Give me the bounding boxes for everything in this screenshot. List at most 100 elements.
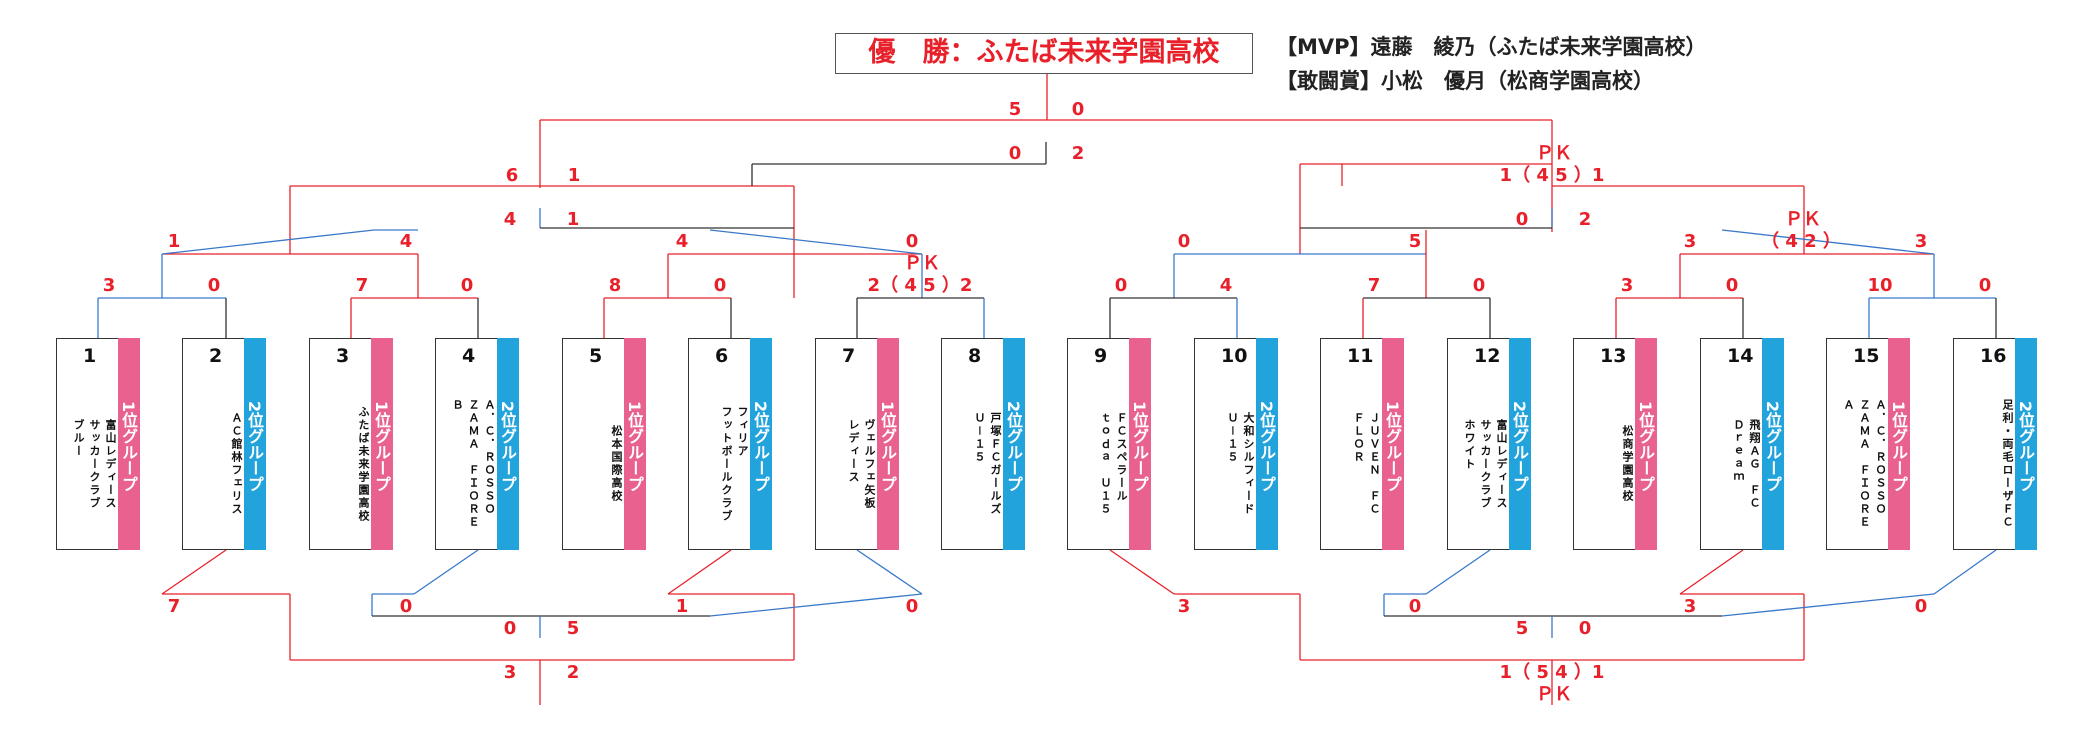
team-number: 14 xyxy=(1727,345,1754,367)
team-name: 大和シルフィード Ｕ－１５ xyxy=(1226,412,1255,516)
team-name: ヴェルフェ矢板 レディース xyxy=(847,418,876,510)
group-tag: 1位グループ xyxy=(624,338,646,550)
team-number: 9 xyxy=(1094,345,1108,367)
lower-r2-score-left: 3 xyxy=(1683,596,1697,617)
sf-right-score-right: 2 xyxy=(1071,143,1085,164)
bracket-line xyxy=(1109,549,1175,595)
team-name: ＦＣスペラール ｔｏｄａ Ｕ１５ xyxy=(1099,412,1128,516)
team-number: 7 xyxy=(842,345,856,367)
r1-2-score-right: 0 xyxy=(460,275,474,296)
group-tag: 1位グループ xyxy=(1382,338,1404,550)
sf-right-pk-score: 1（ 4 5 ）1 xyxy=(1499,165,1605,186)
team-name: ＪＵＶＥＮ ＦＣ ＦＬＯＲ xyxy=(1352,412,1381,516)
lower-l-final-score-right: 2 xyxy=(566,662,580,683)
team-number: 5 xyxy=(589,345,603,367)
group-tag: 1位グループ xyxy=(118,338,140,550)
bracket-line xyxy=(1721,593,1935,617)
bracket-line xyxy=(413,549,479,595)
final-score-left: 5 xyxy=(1008,99,1022,120)
r2-right-cons-left: 0 xyxy=(1515,209,1529,230)
r1-6-score-left: 7 xyxy=(1367,275,1381,296)
r1-3-score-right: 0 xyxy=(713,275,727,296)
team-name: 足利・両毛ローザＦＣ xyxy=(2001,399,2014,529)
r1-3-score-left: 8 xyxy=(608,275,622,296)
r1-6-score-right: 0 xyxy=(1472,275,1486,296)
team-number: 8 xyxy=(968,345,982,367)
r1-7-score-right: 0 xyxy=(1725,275,1739,296)
r2c-score-left: 0 xyxy=(1177,231,1191,252)
sf-right-pk-label: ＰＫ xyxy=(1536,143,1572,164)
team-number: 4 xyxy=(462,345,476,367)
bracket-line xyxy=(161,229,375,255)
r2d-pk-label: ＰＫ xyxy=(1785,209,1821,230)
r1-1-score-right: 0 xyxy=(207,275,221,296)
lower-r-final-pk-score: 1（ 5 4 ）1 xyxy=(1499,662,1605,683)
r1-5-score-left: 0 xyxy=(1114,275,1128,296)
team-name: ＡＣ館林フェリス xyxy=(230,412,243,516)
lower-l2-score-left: 1 xyxy=(675,596,689,617)
group-tag: 2位グループ xyxy=(750,338,772,550)
r1-1-score-left: 3 xyxy=(102,275,116,296)
group-tag: 2位グループ xyxy=(497,338,519,550)
fighting-spirit-award: 【敢闘賞】小松 優月（松商学園高校） xyxy=(1276,69,1654,93)
team-number: 15 xyxy=(1853,345,1880,367)
team-name: Ａ．Ｃ．ＲＯＳＳＯ ＺＡＭＡ ＦＩＯＲＥ Ｂ xyxy=(451,399,496,529)
bracket-line xyxy=(856,549,923,595)
sf-left-score-right: 1 xyxy=(567,165,581,186)
lower-r-final-pk-label: ＰＫ xyxy=(1536,684,1572,705)
r1-7-score-left: 3 xyxy=(1620,275,1634,296)
r2d-score-left: 3 xyxy=(1683,231,1697,252)
bracket-line xyxy=(1933,549,1997,595)
group-tag: 2位グループ xyxy=(1509,338,1531,550)
r2c-score-right: 5 xyxy=(1408,231,1422,252)
sf-right-score-left: 0 xyxy=(1008,143,1022,164)
team-name: 戸塚ＦＣガールズ Ｕ－１５ xyxy=(973,412,1002,516)
bracket-line xyxy=(1679,549,1744,595)
bracket-line xyxy=(1721,229,1935,255)
group-tag: 2位グループ xyxy=(1256,338,1278,550)
bracket-line xyxy=(667,549,732,595)
group-tag: 2位グループ xyxy=(1003,338,1025,550)
r2-left-cons-left: 4 xyxy=(503,209,517,230)
group-tag: 2位グループ xyxy=(244,338,266,550)
team-number: 1 xyxy=(83,345,97,367)
r1-5-score-right: 4 xyxy=(1219,275,1233,296)
r2-right-cons-right: 2 xyxy=(1578,209,1592,230)
bracket-line xyxy=(161,549,227,595)
team-number: 2 xyxy=(209,345,223,367)
group-tag: 1位グループ xyxy=(877,338,899,550)
group-tag: 1位グループ xyxy=(1635,338,1657,550)
r2b-score-right: 0 xyxy=(905,231,919,252)
sf-left-score-left: 6 xyxy=(505,165,519,186)
lower-l-mid-score-left: 0 xyxy=(503,618,517,639)
final-score-right: 0 xyxy=(1071,99,1085,120)
group-tag: 1位グループ xyxy=(1888,338,1910,550)
bracket-line xyxy=(709,229,923,255)
team-number: 3 xyxy=(336,345,350,367)
r1-8-score-right: 0 xyxy=(1978,275,1992,296)
r1-8-score-left: 10 xyxy=(1867,275,1893,296)
bracket-line xyxy=(709,593,923,617)
r2d-score-right: 3 xyxy=(1914,231,1928,252)
r1-4-pk-label: ＰＫ xyxy=(904,253,940,274)
champion-banner: 優 勝：ふたば未来学園高校 xyxy=(835,33,1253,74)
r1-2-score-left: 7 xyxy=(355,275,369,296)
team-name: 松商学園高校 xyxy=(1621,425,1634,503)
team-name: 松本国際高校 xyxy=(610,425,623,503)
team-name: フィリア フットボールクラブ xyxy=(720,405,749,523)
r2-left-cons-right: 1 xyxy=(566,209,580,230)
lower-l1-score-left: 7 xyxy=(167,596,181,617)
lower-r-mid-score-left: 5 xyxy=(1515,618,1529,639)
team-number: 16 xyxy=(1980,345,2007,367)
